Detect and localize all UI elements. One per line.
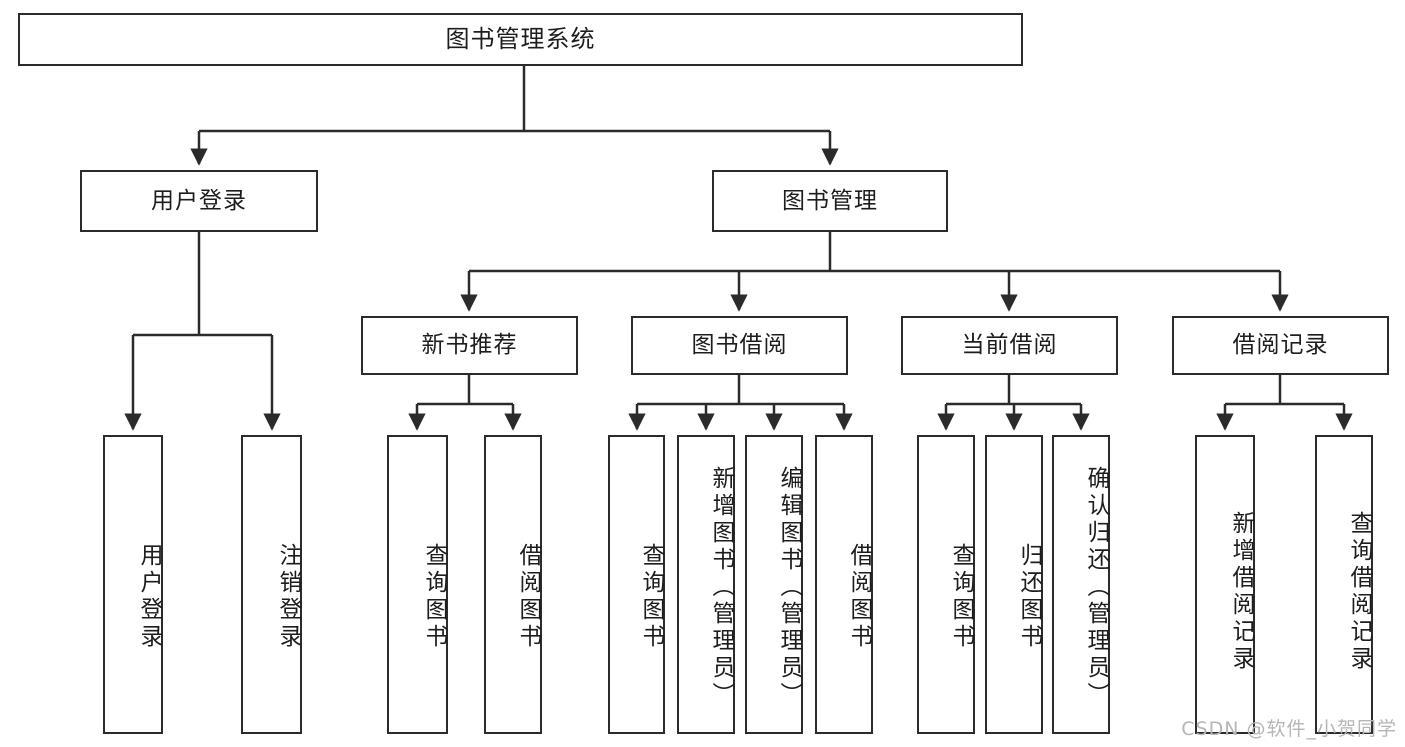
node-leaf-query-book-cur-label: 查询图书 <box>948 542 974 651</box>
node-leaf-borrow-book-label: 借阅图书 <box>846 542 872 651</box>
node-leaf-borrow-book-rec[interactable]: 借阅图书 <box>484 435 542 734</box>
node-leaf-query-book-rec-label: 查询图书 <box>421 542 447 651</box>
node-book-borrow-label: 图书借阅 <box>691 332 788 359</box>
node-leaf-query-book-borrow-label: 查询图书 <box>638 542 664 651</box>
node-leaf-add-book-label: 新增图书（管理员） <box>708 466 734 709</box>
node-root-label: 图书管理系统 <box>445 24 596 53</box>
node-leaf-borrow-book[interactable]: 借阅图书 <box>815 435 873 734</box>
node-leaf-add-record-label: 新增借阅记录 <box>1228 510 1254 673</box>
node-leaf-confirm-return-label: 确认归还（管理员） <box>1083 466 1109 709</box>
node-leaf-logout[interactable]: 注销登录 <box>241 435 302 734</box>
node-leaf-logout-label: 注销登录 <box>275 542 301 651</box>
node-leaf-query-book-borrow[interactable]: 查询图书 <box>608 435 665 734</box>
node-leaf-user-login[interactable]: 用户登录 <box>103 435 163 734</box>
node-leaf-edit-book-label: 编辑图书（管理员） <box>776 466 802 709</box>
csdn-watermark: CSDN @软件_小贺同学 <box>1181 718 1397 740</box>
node-new-book-recommend[interactable]: 新书推荐 <box>361 316 578 375</box>
node-book-manage[interactable]: 图书管理 <box>712 170 948 232</box>
node-leaf-query-book-rec[interactable]: 查询图书 <box>387 435 448 734</box>
node-new-book-recommend-label: 新书推荐 <box>421 332 518 359</box>
node-leaf-return-book-label: 归还图书 <box>1016 542 1042 651</box>
node-leaf-add-book[interactable]: 新增图书（管理员） <box>677 435 735 734</box>
node-current-borrow[interactable]: 当前借阅 <box>901 316 1118 375</box>
node-leaf-user-login-label: 用户登录 <box>136 542 162 651</box>
node-leaf-query-book-cur[interactable]: 查询图书 <box>917 435 975 734</box>
node-current-borrow-label: 当前借阅 <box>961 332 1058 359</box>
node-book-borrow[interactable]: 图书借阅 <box>631 316 848 375</box>
node-leaf-borrow-book-rec-label: 借阅图书 <box>515 542 541 651</box>
node-leaf-query-record[interactable]: 查询借阅记录 <box>1315 435 1373 734</box>
node-leaf-edit-book[interactable]: 编辑图书（管理员） <box>745 435 803 734</box>
node-leaf-return-book[interactable]: 归还图书 <box>985 435 1043 734</box>
node-user-login[interactable]: 用户登录 <box>80 170 318 232</box>
node-user-login-label: 用户登录 <box>151 187 247 214</box>
node-leaf-add-record[interactable]: 新增借阅记录 <box>1195 435 1255 734</box>
node-borrow-record-label: 借阅记录 <box>1232 332 1329 359</box>
node-book-manage-label: 图书管理 <box>782 187 878 214</box>
node-root[interactable]: 图书管理系统 <box>18 13 1023 66</box>
node-leaf-query-record-label: 查询借阅记录 <box>1346 510 1372 673</box>
node-leaf-confirm-return[interactable]: 确认归还（管理员） <box>1052 435 1110 734</box>
node-borrow-record[interactable]: 借阅记录 <box>1172 316 1389 375</box>
